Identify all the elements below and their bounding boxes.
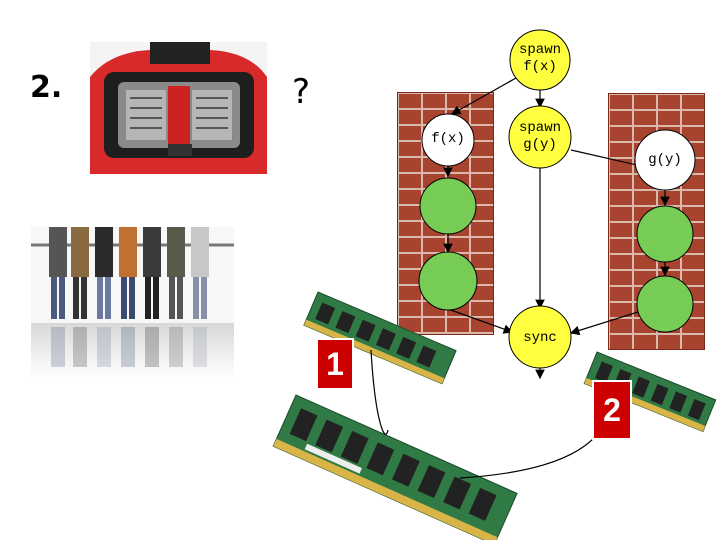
slide-number: 2. (30, 70, 63, 105)
g-task-1 (636, 205, 694, 263)
f-node (421, 113, 475, 167)
spawn-f-node (509, 29, 571, 91)
spawn-g-node (508, 105, 572, 169)
memory-module-left (303, 291, 457, 385)
spawn-f-label: spawn f(x) (518, 42, 561, 75)
people-in-line-photo (31, 227, 234, 378)
memory-label-1: 1 (316, 338, 354, 390)
g-node (634, 129, 696, 191)
spawn-g-label: spawn g(y) (518, 120, 561, 153)
g-label: g(y) (648, 152, 682, 168)
f-task-1 (419, 177, 477, 235)
car-engine-photo (90, 42, 267, 174)
g-task-2 (636, 275, 694, 333)
connector-1 (370, 349, 389, 435)
f-task-2 (418, 251, 478, 311)
f-label: f(x) (431, 131, 465, 147)
question-mark: ? (292, 72, 311, 112)
sync-node (508, 305, 572, 369)
memory-module-bottom (272, 394, 518, 540)
memory-label-2: 2 (592, 380, 632, 440)
sync-label: sync (523, 330, 557, 346)
